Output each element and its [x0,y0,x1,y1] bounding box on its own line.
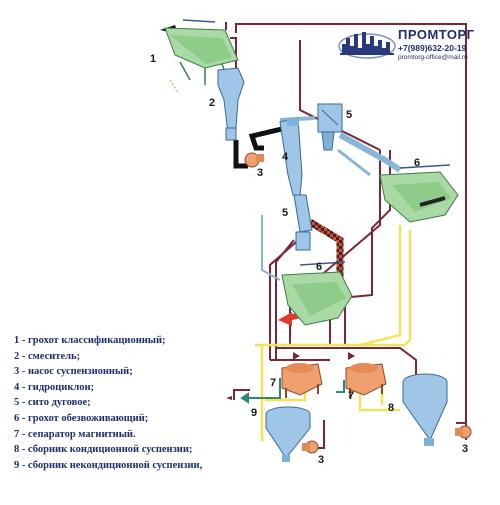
slurry-pump-right [455,425,472,439]
classification-screen [164,19,239,93]
legend: 1 - грохот классификационный; 2 - смесит… [14,333,264,473]
callout-3-right: 3 [462,443,468,455]
company-phone: +7(989)632-20-19 [398,43,467,53]
dewatering-screen-right [379,164,459,223]
skyline-logo-icon [338,32,396,59]
legend-item: 9 - сборник некондиционной суспензии, [14,459,203,471]
company-logo: ПРОМТОРГ +7(989)632-20-19 promtorg-offic… [338,24,488,64]
magnetic-separator-left [281,363,323,398]
callout-9: 9 [251,407,257,419]
legend-item: 1 - грохот классификационный; [14,335,166,346]
callout-3-bottom: 3 [318,454,324,466]
callout-1: 1 [150,53,156,65]
maroon-arrowheads [226,352,355,400]
callout-2: 2 [209,97,215,109]
legend-item: 2 - смеситель; [14,350,81,362]
company-name: ПРОМТОРГ [398,27,475,42]
legend-item: 6 - грохот обезвоживающий; [14,412,149,424]
dewatering-screen-middle [281,261,353,326]
callout-7-left: 7 [270,377,276,389]
callout-6-right: 6 [414,157,420,169]
callout-3: 3 [257,167,263,179]
callout-5-lower: 5 [282,207,288,219]
conditioned-collector [402,373,448,446]
callout-5-upper: 5 [346,109,352,121]
separator-outlet-arrows [240,378,345,404]
slurry-pump-bottom [302,440,319,454]
slurry-pump-left [244,152,264,168]
company-email: promtorg-office@mail.ru [398,54,468,61]
legend-item: 5 - сито дуговое; [14,397,91,409]
magnetic-separator-right [345,363,387,398]
callout-8: 8 [388,402,394,414]
legend-item: 8 - сборник кондиционной суспензии; [14,444,193,456]
callout-4: 4 [282,151,289,163]
callout-6-middle: 6 [316,261,322,273]
callout-numbers: 1 2 3 4 5 5 6 6 7 7 8 9 3 3 [150,53,468,466]
nonconditioned-collector [265,406,311,462]
sieve-bend-lower [293,194,313,251]
mixer [217,67,245,141]
callout-7-right: 7 [348,390,354,402]
legend-item: 7 - сепаратор магнитный. [14,428,136,440]
legend-item: 3 - насос суспензионный; [14,366,133,378]
legend-item: 4 - гидроциклон; [14,381,95,393]
black-pipe [233,125,287,169]
sieve-bend-upper [317,103,343,151]
